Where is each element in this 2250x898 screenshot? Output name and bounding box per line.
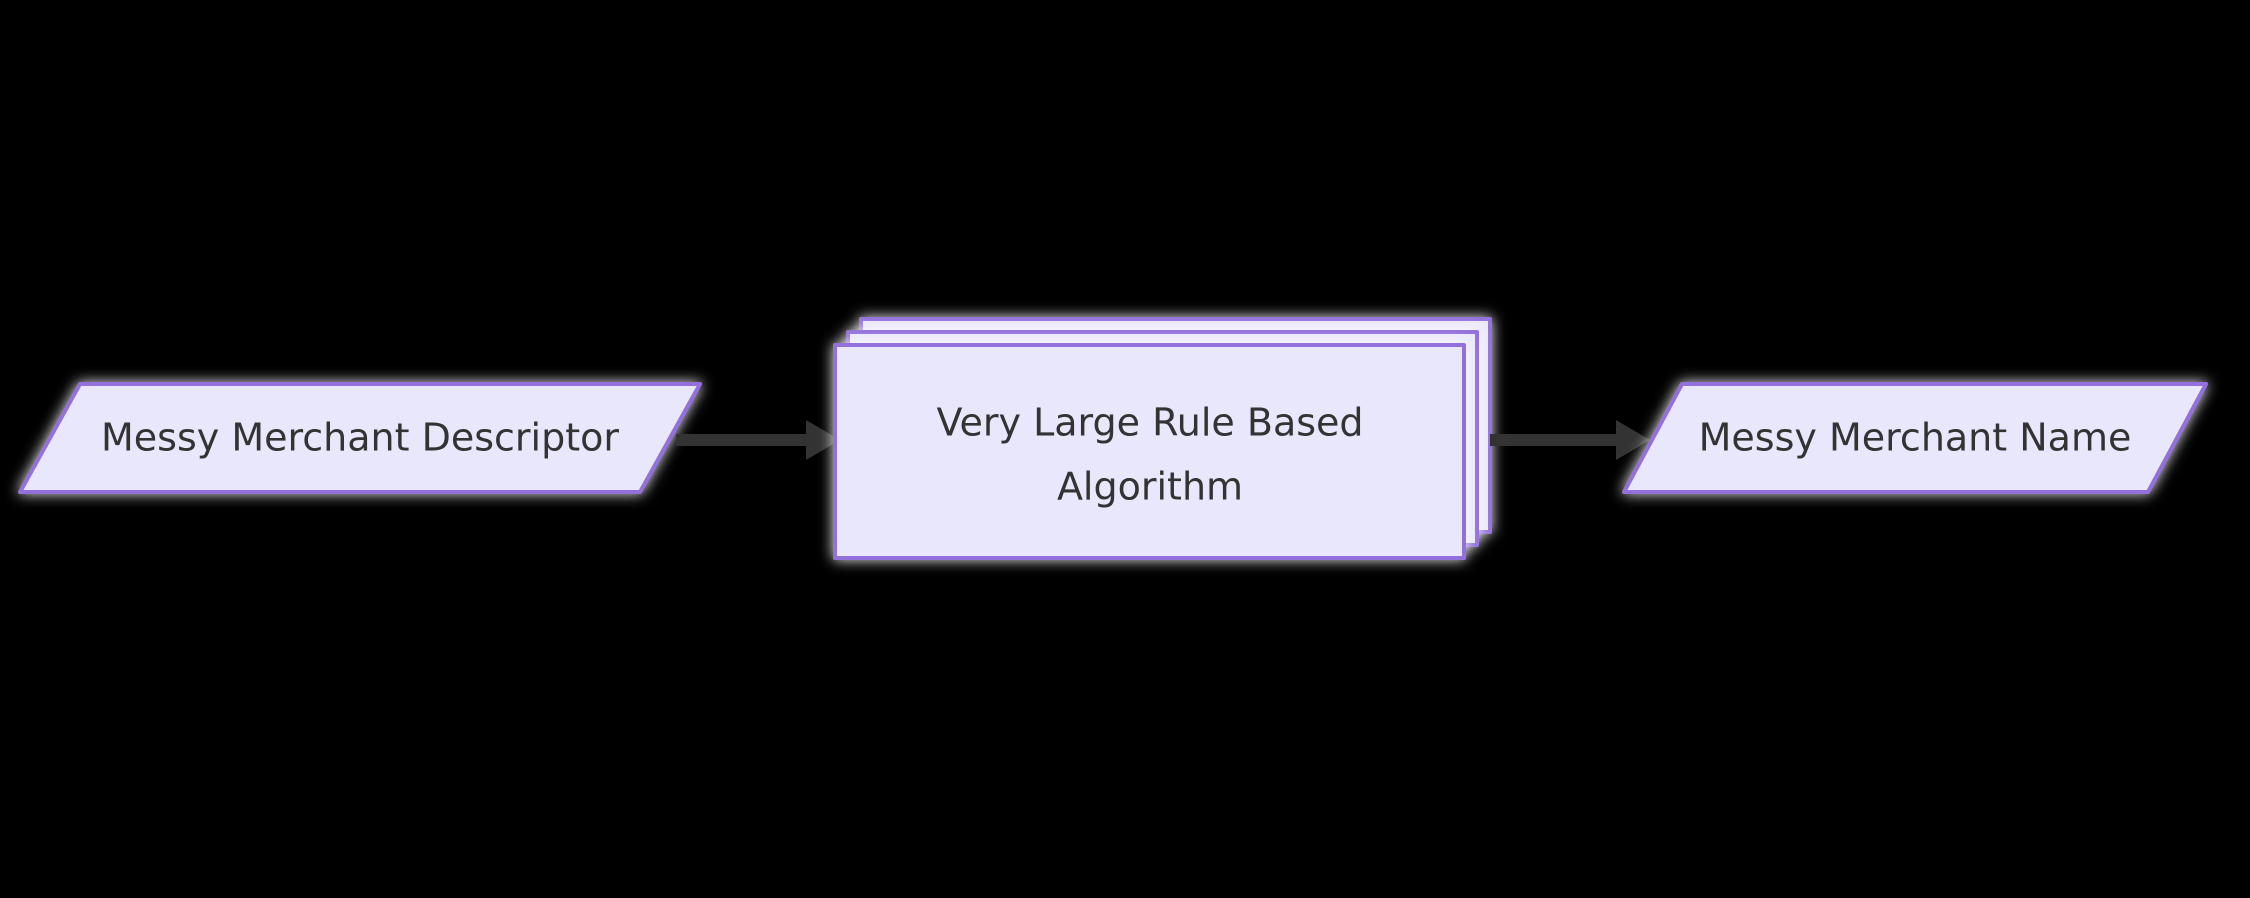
edge-process-output[interactable] <box>1490 420 1650 460</box>
edge-process-output-arrowhead <box>1616 420 1650 460</box>
input-node-label: Messy Merchant Descriptor <box>101 416 619 460</box>
node-input[interactable]: Messy Merchant Descriptor <box>18 382 702 494</box>
output-parallelogram-shape <box>1622 382 2208 494</box>
output-node-label: Messy Merchant Name <box>1699 416 2132 460</box>
input-parallelogram-shape <box>18 382 702 494</box>
process-node-label-line1: Very Large Rule Based <box>936 401 1363 445</box>
edge-input-process-arrowhead <box>806 420 840 460</box>
edge-input-process[interactable] <box>676 420 840 460</box>
process-node-label-line2: Algorithm <box>1057 465 1243 509</box>
process-stack-layer-front <box>833 343 1466 560</box>
node-process[interactable]: Very Large Rule Based Algorithm <box>833 317 1492 560</box>
node-output[interactable]: Messy Merchant Name <box>1622 382 2208 494</box>
